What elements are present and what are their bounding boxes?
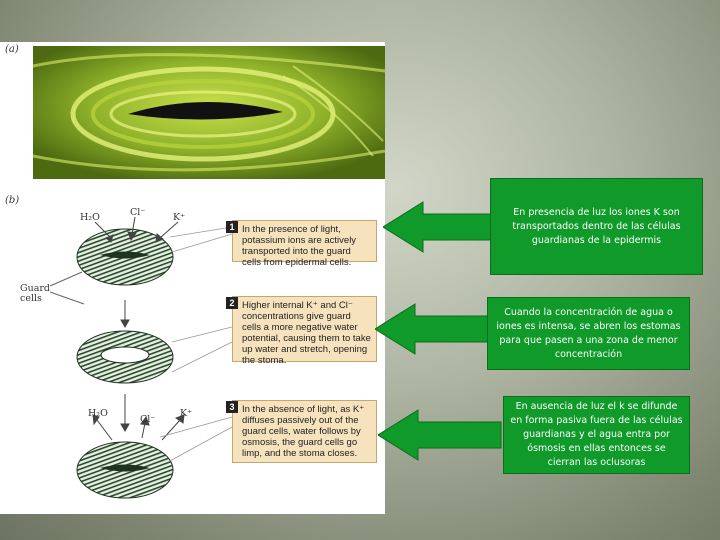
- step-number-1: 1: [226, 221, 238, 233]
- step-number-2: 2: [226, 297, 238, 309]
- ion-water-top: H₂O: [80, 212, 100, 223]
- stoma-micrograph: [33, 46, 385, 179]
- guard-cells-label: Guard cells: [20, 283, 50, 304]
- micrograph-image: [33, 46, 385, 179]
- ion-chloride-top: Cl⁻: [130, 207, 146, 218]
- guard-cells-1: [76, 228, 174, 286]
- ion-potassium-top: K⁺: [173, 212, 186, 223]
- arrow-left-icon: [383, 201, 502, 253]
- step-box-2: 2 Higher internal K⁺ and Cl⁻ concentrati…: [226, 296, 377, 366]
- guard-cells-2: [76, 330, 174, 384]
- callout-text-3: En ausencia de luz el k se difunde en fo…: [510, 401, 683, 468]
- stoma-figure: (a) (b): [0, 42, 385, 514]
- flow-arrows: [49, 216, 185, 441]
- ion-water-bottom: H₂O: [88, 408, 108, 419]
- callout-text-1: En presencia de luz los iones K son tran…: [512, 206, 681, 246]
- step-number-3: 3: [226, 401, 238, 413]
- label-a: (a): [5, 44, 19, 55]
- step-text-2: Higher internal K⁺ and Cl⁻ concentration…: [242, 300, 371, 366]
- step-box-3: 3 In the absence of light, as K⁺ diffuse…: [226, 400, 377, 463]
- arrow-left-icon: [378, 409, 502, 461]
- guard-cell-diagram: [49, 216, 233, 499]
- callout-2: Cuando la concentración de agua o iones …: [487, 297, 690, 370]
- step-text-1: In the presence of light, potassium ions…: [242, 224, 357, 268]
- ion-potassium-bottom: K⁺: [180, 408, 193, 419]
- box-pointers: [159, 226, 233, 463]
- step-box-1: 1 In the presence of light, potassium io…: [226, 220, 377, 268]
- callout-3: En ausencia de luz el k se difunde en fo…: [503, 396, 690, 474]
- ion-chloride-bottom: Cl⁻: [140, 414, 156, 425]
- arrow-left-icon: [375, 303, 499, 355]
- callout-1: En presencia de luz los iones K son tran…: [490, 178, 703, 275]
- callout-text-2: Cuando la concentración de agua o iones …: [496, 306, 681, 360]
- guard-cells-3: [76, 441, 174, 499]
- label-b: (b): [5, 195, 20, 206]
- step-text-3: In the absence of light, as K⁺ diffuses …: [242, 404, 365, 459]
